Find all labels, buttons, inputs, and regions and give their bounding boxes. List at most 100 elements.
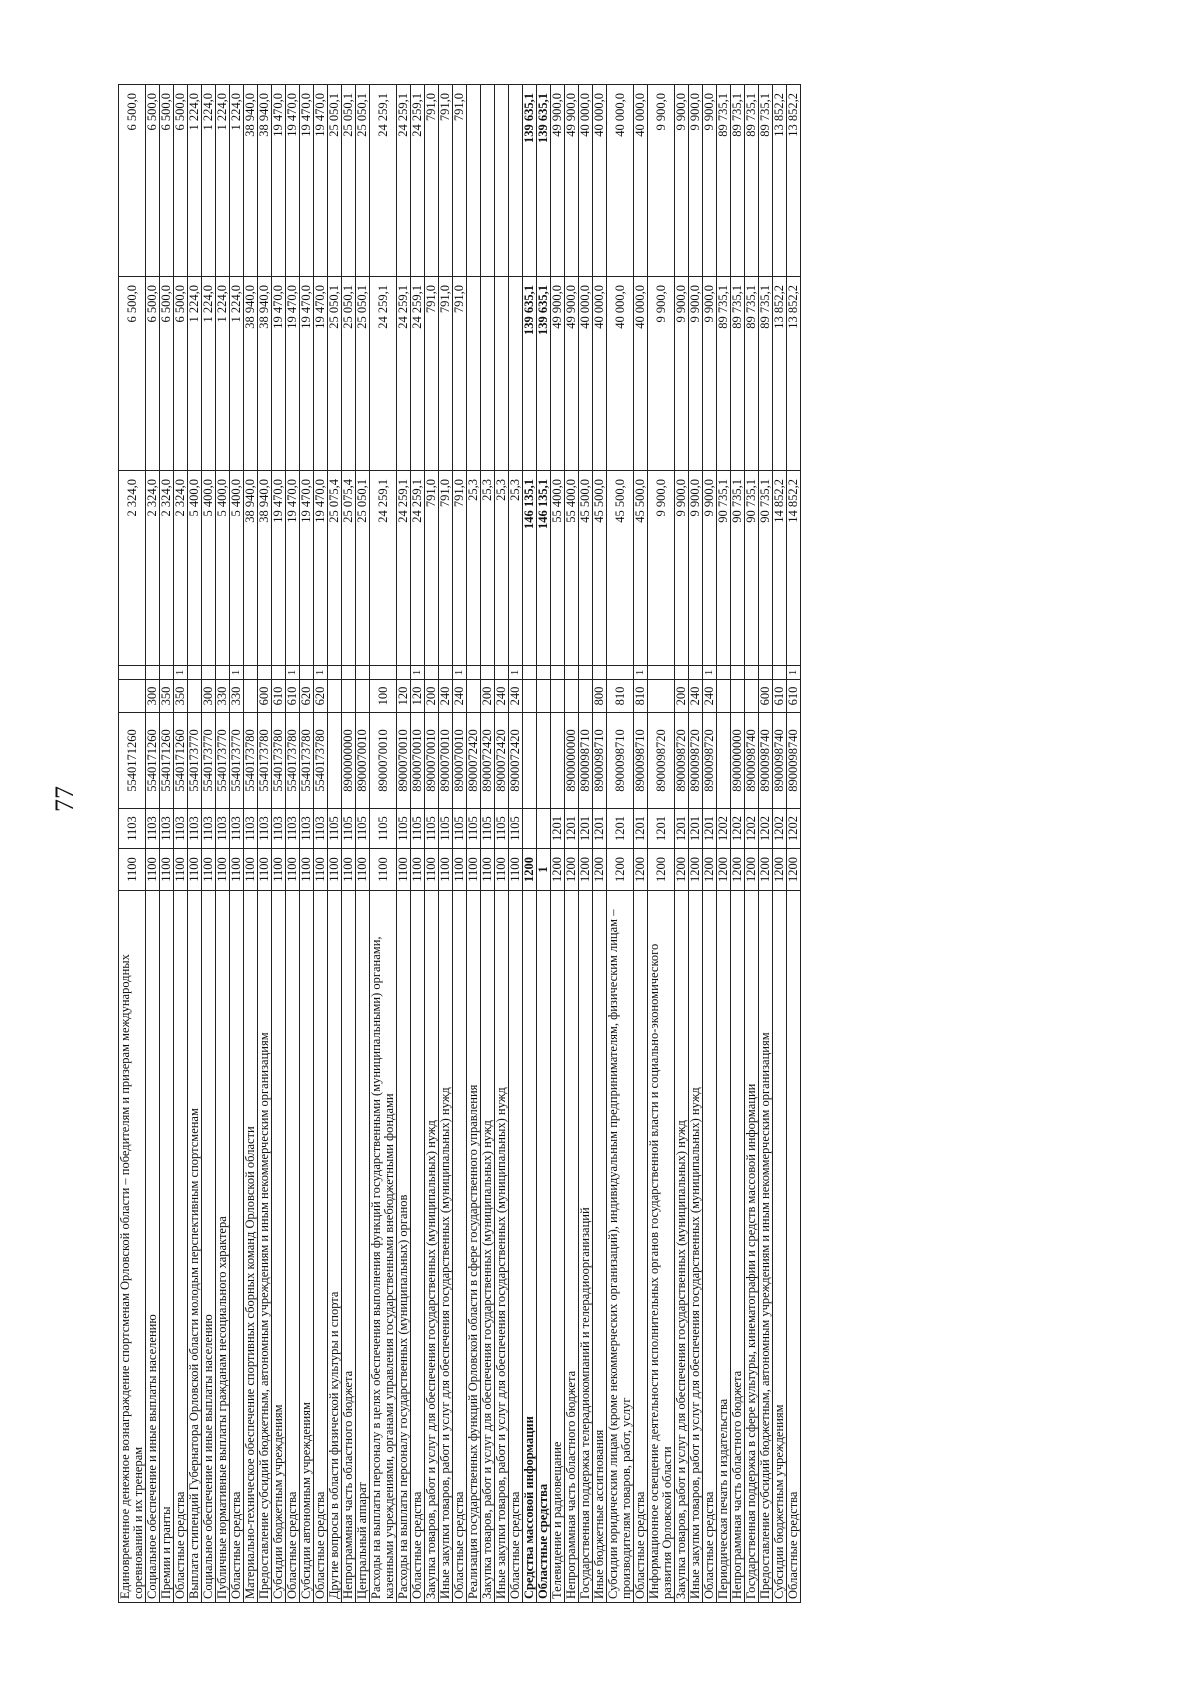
table-row: Реализация государственных функций Орлов… [466,84,481,1603]
row-subsection-code: 1202 [744,808,759,849]
row-amount-2: 89 735,1 [716,276,731,471]
row-expense-type-code [647,679,675,713]
row-target-code: 8900072420 [480,712,495,809]
row-amount-2: 89 735,1 [744,276,759,471]
row-amount-3: 24 259,1 [410,84,425,277]
row-target-code: 8900072420 [508,712,523,809]
row-amount-3: 49 900,0 [550,84,565,277]
row-section-code: 1 [536,848,551,891]
row-section-code: 1100 [215,848,230,891]
row-amount-3: 791,0 [452,84,467,277]
row-expense-type-code: 330 [229,679,244,713]
row-section-code: 1100 [466,848,481,891]
row-amount-1: 9 900,0 [674,470,689,666]
row-name: Единовременное денежное вознаграждение с… [118,890,146,1603]
row-amount-1: 2 324,0 [145,470,160,666]
row-amount-2 [508,276,523,471]
row-subsection-code: 1103 [173,808,188,849]
row-target-code: 8900000000 [730,712,745,809]
row-amount-2: 9 900,0 [674,276,689,471]
row-subsection-code: 1105 [508,808,523,849]
row-section-code: 1200 [647,848,675,891]
row-expense-type-code: 300 [201,679,216,713]
row-expense-type-code: 240 [688,679,703,713]
row-source-flag [159,665,174,680]
row-expense-type-code [564,679,579,713]
row-subsection-code: 1105 [327,808,342,849]
row-expense-type-code: 600 [257,679,272,713]
table-row: Телевидение и радиовещание 1200 1201 55 … [550,84,565,1603]
table-row: Другие вопросы в области физической куль… [327,84,342,1603]
row-section-code: 1100 [145,848,160,891]
row-target-code: 8900000000 [341,712,356,809]
row-amount-3: 24 259,1 [369,84,397,277]
row-amount-3: 9 900,0 [674,84,689,277]
row-target-code [550,712,565,809]
row-source-flag [674,665,689,680]
row-target-code: 8900098740 [786,712,801,809]
row-amount-1: 25 075,4 [327,470,342,666]
row-subsection-code: 1103 [159,808,174,849]
row-subsection-code: 1202 [786,808,801,849]
row-name: Областные средства [285,890,300,1603]
row-source-flag [299,665,314,680]
row-source-flag [355,665,370,680]
row-target-code: 8900000000 [564,712,579,809]
row-name: Телевидение и радиовещание [550,890,565,1603]
row-subsection-code: 1201 [647,808,675,849]
row-expense-type-code: 240 [438,679,453,713]
row-name: Публичные нормативные выплаты гражданам … [215,890,230,1603]
row-subsection-code: 1201 [633,808,648,849]
row-name: Государственная поддержка телерадиокомпа… [578,890,593,1603]
row-name: Закупка товаров, работ и услуг для обесп… [424,890,439,1603]
row-section-code: 1100 [341,848,356,891]
table-row: Субсидии бюджетным учреждениям 1100 1103… [271,84,286,1603]
row-section-code: 1200 [702,848,717,891]
row-target-code: 8900098720 [674,712,689,809]
row-target-code: 8900098720 [647,712,675,809]
row-section-code: 1100 [452,848,467,891]
row-amount-2: 1 224,0 [201,276,216,471]
row-subsection-code: 1201 [674,808,689,849]
row-target-code: 5540173770 [201,712,216,809]
row-section-code: 1100 [494,848,509,891]
row-amount-3: 1 224,0 [187,84,202,277]
row-subsection-code: 1103 [118,808,146,849]
row-amount-1: 9 900,0 [702,470,717,666]
row-section-code: 1200 [674,848,689,891]
row-section-code: 1100 [480,848,495,891]
row-target-code: 8900072420 [466,712,481,809]
row-expense-type-code: 810 [633,679,648,713]
row-name: Материально-техническое обеспечение спор… [243,890,258,1603]
row-target-code [716,712,731,809]
row-section-code: 1100 [355,848,370,891]
row-target-code: 8900072420 [494,712,509,809]
row-amount-2: 19 470,0 [285,276,300,471]
row-source-flag: 1 [229,665,244,680]
table-row: Областные средства 1200 1201 8900098710 … [633,84,648,1603]
row-subsection-code: 1103 [145,808,160,849]
row-amount-2: 40 000,0 [578,276,593,471]
row-amount-1: 9 900,0 [647,470,675,666]
row-subsection-code: 1105 [341,808,356,849]
row-amount-3: 89 735,1 [716,84,731,277]
row-expense-type-code: 200 [674,679,689,713]
row-source-flag [606,665,634,680]
row-source-flag: 1 [313,665,328,680]
row-section-code: 1200 [522,848,537,891]
row-source-flag [536,665,551,680]
row-amount-2: 25 050,1 [355,276,370,471]
row-amount-3: 9 900,0 [688,84,703,277]
row-amount-1: 5 400,0 [229,470,244,666]
row-amount-2: 25 050,1 [327,276,342,471]
row-target-code: 8900098740 [772,712,787,809]
row-amount-1: 791,0 [452,470,467,666]
row-amount-1: 45 500,0 [592,470,607,666]
row-amount-2: 1 224,0 [187,276,202,471]
row-name: Информационное освещение деятельности ис… [647,890,675,1603]
row-source-flag [522,665,537,680]
row-amount-1: 9 900,0 [688,470,703,666]
row-source-flag [592,665,607,680]
row-source-flag [396,665,411,680]
table-row: Предоставление субсидий бюджетным, автон… [758,84,773,1603]
